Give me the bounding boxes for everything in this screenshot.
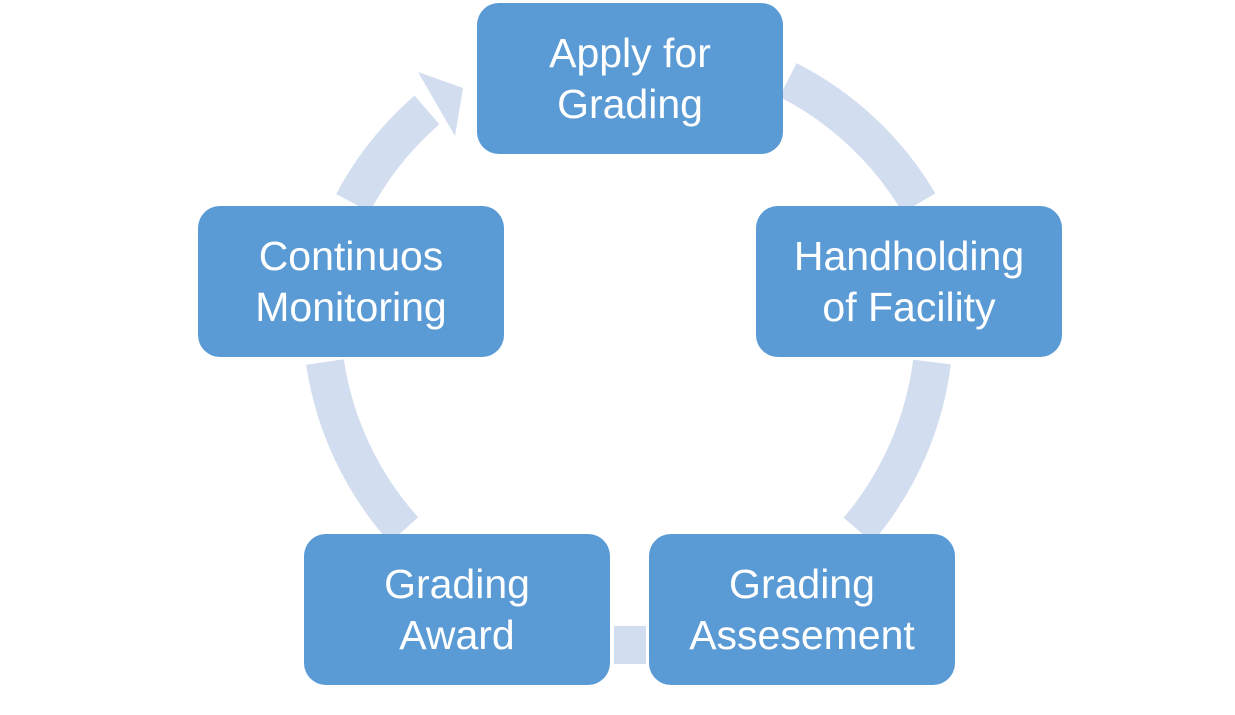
node-handholding-of-facility: Handholding of Facility (756, 206, 1062, 357)
node-continuous-monitoring: Continuos Monitoring (198, 206, 504, 357)
node-label: Grading Assesement (689, 560, 915, 658)
node-grading-award: Grading Award (304, 534, 610, 685)
node-label: Grading Award (384, 560, 530, 658)
connector-award-to-monitoring (306, 358, 419, 543)
node-label: Continuos Monitoring (255, 232, 447, 330)
connector-handholding-to-assessment (843, 359, 951, 543)
node-grading-assessment: Grading Assesement (649, 534, 955, 685)
connector-assessment-to-award (614, 626, 646, 664)
node-label: Apply for Grading (549, 29, 711, 127)
node-label: Handholding of Facility (793, 232, 1025, 330)
node-apply-for-grading: Apply for Grading (477, 3, 783, 154)
arrowhead-to-apply (418, 72, 463, 136)
connector-apply-to-handholding (779, 63, 936, 213)
connector-monitoring-to-apply (336, 95, 440, 213)
